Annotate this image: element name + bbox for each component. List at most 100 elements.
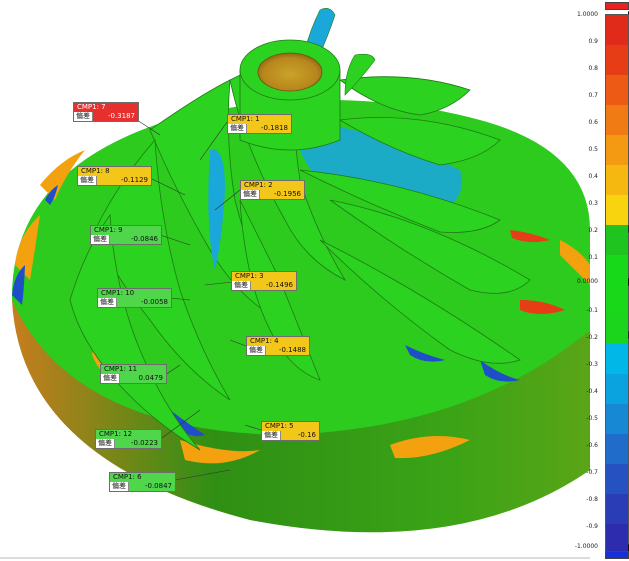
callout-value: -0.0223 xyxy=(115,439,161,448)
color-scale-segment xyxy=(606,224,628,255)
leader-lines xyxy=(136,119,262,481)
deviation-patch xyxy=(12,265,25,305)
deviation-patch xyxy=(40,150,85,200)
callout-cmp1-12[interactable]: CMP1: 12 偏差-0.0223 xyxy=(95,429,162,449)
callout-title: CMP1: 11 xyxy=(101,365,166,374)
model-viewport[interactable]: CMP1: 7 偏差-0.3187 CMP1: 1 偏差-0.1818 CMP1… xyxy=(0,0,591,561)
color-scale-segment xyxy=(606,434,628,465)
deviation-patch xyxy=(480,360,520,382)
callout-title: CMP1: 9 xyxy=(91,226,161,235)
legend-tick-label: -0.6 xyxy=(586,442,598,450)
callout-value: 0.0479 xyxy=(120,374,166,383)
legend-tick-label: 0.7 xyxy=(588,91,598,99)
deviation-streak xyxy=(208,149,225,270)
callout-value: -0.0058 xyxy=(117,298,171,307)
callout-title: CMP1: 6 xyxy=(110,473,175,482)
callout-value: -0.1488 xyxy=(266,346,309,355)
callout-label: 偏差 xyxy=(101,374,120,383)
color-scale-segment xyxy=(606,254,628,285)
callout-title: CMP1: 4 xyxy=(247,337,309,346)
legend-tick-label: -0.1 xyxy=(586,307,598,315)
color-scale-legend[interactable]: 1.0000 0.9 0.8 0.7 0.6 0.5 0.4 0.3 0.2 0.1 -0.1 -0… xyxy=(572,0,629,561)
callout-title: CMP1: 5 xyxy=(262,422,319,431)
callout-label: 偏差 xyxy=(247,346,266,355)
callout-label: 偏差 xyxy=(96,439,115,448)
callout-cmp1-3[interactable]: CMP1: 3 偏差-0.1496 xyxy=(231,271,297,291)
color-scale-segment xyxy=(606,374,628,405)
legend-tick-label: 0.9 xyxy=(588,37,598,45)
deviation-patch xyxy=(510,230,550,243)
callout-title: CMP1: 2 xyxy=(241,181,304,190)
callout-value: -0.0847 xyxy=(129,482,175,491)
legend-tick-label: 0.8 xyxy=(588,64,598,72)
legend-tick-label: 0.1 xyxy=(588,253,598,261)
callout-value: -0.0846 xyxy=(110,235,161,244)
deviation-patch xyxy=(390,436,470,459)
callout-value: -0.16 xyxy=(281,431,319,440)
callout-title: CMP1: 1 xyxy=(228,115,291,124)
callout-label: 偏差 xyxy=(98,298,117,307)
impeller-deviation-model xyxy=(0,8,591,559)
legend-tick-label: 0.4 xyxy=(588,172,598,180)
color-scale-segment xyxy=(606,104,628,135)
callout-cmp1-10[interactable]: CMP1: 10 偏差-0.0058 xyxy=(97,288,172,308)
under-tolerance-cap xyxy=(605,551,629,559)
callout-cmp1-6[interactable]: CMP1: 6 偏差-0.0847 xyxy=(109,472,176,492)
callout-cmp1-1[interactable]: CMP1: 1 偏差-0.1818 xyxy=(227,114,292,134)
color-scale-segment xyxy=(606,194,628,225)
callout-value: -0.3187 xyxy=(93,112,138,121)
callout-label: 偏差 xyxy=(74,112,93,121)
callout-title: CMP1: 8 xyxy=(78,167,151,176)
callout-label: 偏差 xyxy=(241,190,260,199)
callout-label: 偏差 xyxy=(228,124,247,133)
color-scale-bar xyxy=(605,14,629,553)
legend-tick-label: 0.5 xyxy=(588,145,598,153)
color-scale-segment xyxy=(606,134,628,165)
color-scale-segment xyxy=(606,404,628,435)
callout-cmp1-4[interactable]: CMP1: 4 偏差-0.1488 xyxy=(246,336,310,356)
callout-cmp1-5[interactable]: CMP1: 5 偏差-0.16 xyxy=(261,421,320,441)
callout-label: 偏差 xyxy=(78,176,97,185)
callout-title: CMP1: 3 xyxy=(232,272,296,281)
legend-tick-label: 0.6 xyxy=(588,118,598,126)
legend-tick-label: 0.3 xyxy=(588,199,598,207)
legend-tick-label: -0.8 xyxy=(586,496,598,504)
deviation-patch xyxy=(180,440,260,464)
callout-value: -0.1129 xyxy=(97,176,151,185)
callout-label: 偏差 xyxy=(262,431,281,440)
callout-cmp1-8[interactable]: CMP1: 8 偏差-0.1129 xyxy=(77,166,152,186)
deviation-patch xyxy=(170,410,205,437)
callout-cmp1-2[interactable]: CMP1: 2 偏差-0.1956 xyxy=(240,180,305,200)
color-scale-segment xyxy=(606,494,628,524)
color-scale-segment xyxy=(606,523,628,552)
legend-tick-label: -0.3 xyxy=(586,361,598,369)
callout-value: -0.1818 xyxy=(247,124,291,133)
color-scale-segment xyxy=(606,314,628,345)
legend-zero-label: 0.0000 xyxy=(577,278,598,285)
callout-label: 偏差 xyxy=(232,281,251,290)
color-scale-segment xyxy=(606,74,628,105)
blade-tip xyxy=(344,53,376,96)
color-scale-segment xyxy=(606,44,628,75)
callout-cmp1-9[interactable]: CMP1: 9 偏差-0.0846 xyxy=(90,225,162,245)
deviation-patch xyxy=(560,240,590,285)
callout-title: CMP1: 7 xyxy=(74,103,138,112)
deviation-patch xyxy=(520,300,565,314)
legend-tick-label: -0.5 xyxy=(586,415,598,423)
callout-title: CMP1: 10 xyxy=(98,289,171,298)
deviation-patch xyxy=(45,185,58,205)
legend-tick-label: -0.7 xyxy=(586,469,598,477)
color-scale-segment xyxy=(606,464,628,494)
legend-min-label: -1.0000 xyxy=(574,543,598,550)
callout-cmp1-7[interactable]: CMP1: 7 偏差-0.3187 xyxy=(73,102,139,122)
callout-title: CMP1: 12 xyxy=(96,430,161,439)
legend-tick-label: 0.2 xyxy=(588,226,598,234)
callout-label: 偏差 xyxy=(110,482,129,491)
legend-tick-label: -0.4 xyxy=(586,388,598,396)
color-scale-segment xyxy=(606,15,628,45)
legend-max-label: 1.0000 xyxy=(577,11,598,18)
color-scale-segment xyxy=(606,344,628,375)
callout-label: 偏差 xyxy=(91,235,110,244)
